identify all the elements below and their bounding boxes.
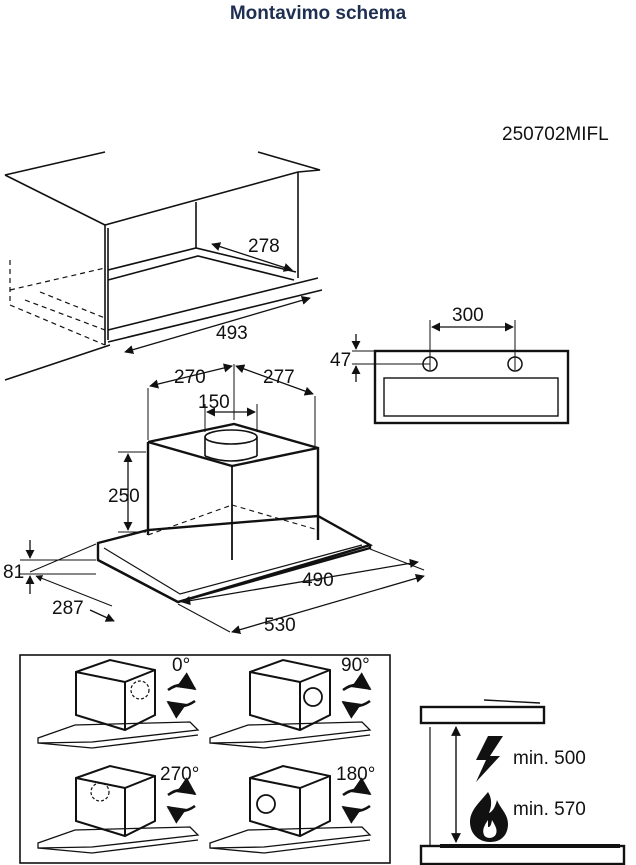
rotation-cell-180 <box>209 764 372 854</box>
page-title: Montavimo schema <box>229 3 407 24</box>
hood-outer-width-label: 530 <box>264 615 296 636</box>
hole-offset-label: 47 <box>330 350 351 371</box>
cabinet-drawing <box>4 151 323 381</box>
hood-right-offset-label: 277 <box>263 367 295 388</box>
rotation-label-90: 90° <box>341 655 370 676</box>
cabinet-depth-label: 278 <box>248 236 280 257</box>
electric-clearance-label: min. 500 <box>513 748 586 769</box>
cabinet-width-label: 493 <box>216 323 248 344</box>
hood-panel-label: 81 <box>3 562 24 583</box>
model-code: 250702MIFL <box>502 124 609 145</box>
ceiling-plate <box>351 320 570 425</box>
rotate-arrows-icon <box>341 777 372 824</box>
hood-depth-label: 287 <box>52 598 84 619</box>
hood-inner-width-label: 490 <box>302 570 334 591</box>
gas-clearance-label: min. 570 <box>513 799 586 820</box>
hood-left-offset-label: 270 <box>174 367 206 388</box>
rotation-label-0: 0° <box>172 655 190 676</box>
hood-duct-label: 150 <box>198 392 230 413</box>
rotation-label-270: 270° <box>160 764 199 785</box>
lightning-icon <box>476 736 503 782</box>
rotation-cell-270 <box>37 764 200 854</box>
flame-icon <box>470 792 508 842</box>
clearance-drawing <box>419 699 626 865</box>
rotation-cell-90 <box>209 658 372 749</box>
hole-spacing-label: 300 <box>452 305 484 326</box>
rotate-arrows-icon <box>341 672 372 719</box>
rotation-label-180: 180° <box>336 764 375 785</box>
rotate-arrows-icon <box>166 672 197 719</box>
rotation-cell-0 <box>37 658 200 749</box>
cabinet-dimensions <box>124 242 311 355</box>
hood-dimensions <box>25 363 425 635</box>
hood-height-label: 250 <box>108 486 140 507</box>
rotate-arrows-icon <box>166 777 197 824</box>
rotation-panel <box>19 654 391 864</box>
